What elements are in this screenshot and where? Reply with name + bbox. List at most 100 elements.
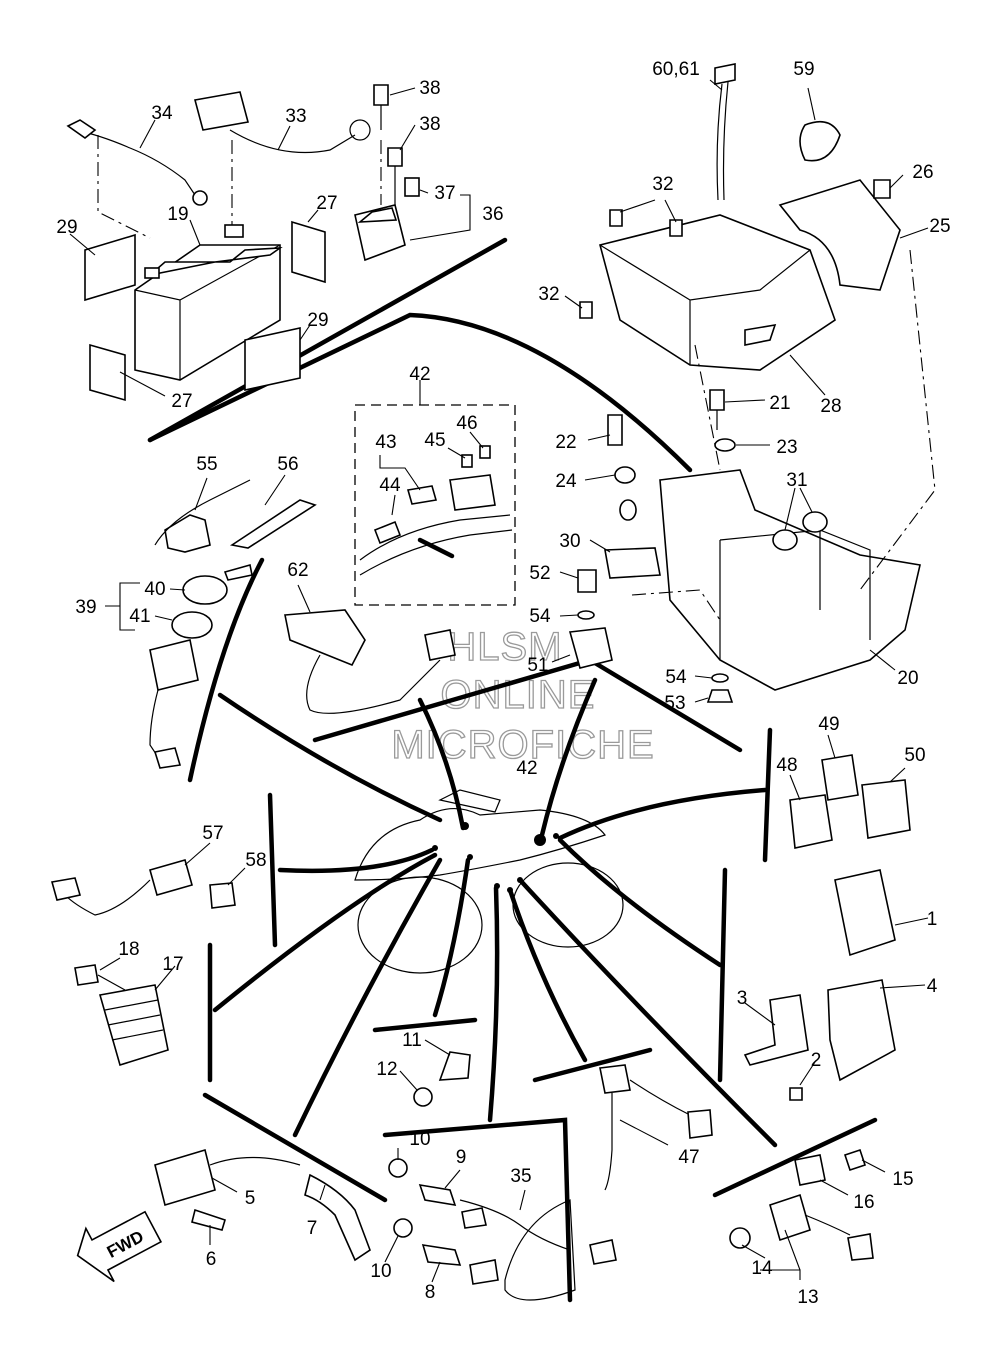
callout-27-lower: 27: [171, 391, 192, 412]
callout-46: 46: [456, 413, 477, 434]
callout-32-lower: 32: [538, 284, 559, 305]
washer: [711, 673, 729, 683]
damper: [802, 511, 828, 533]
pad: [604, 547, 661, 579]
callout-29-right: 29: [307, 310, 328, 331]
callout-56: 56: [277, 454, 298, 475]
callout-60-61: 60,61: [652, 59, 700, 80]
battery-terminal: [224, 224, 244, 238]
fuse: [461, 454, 473, 468]
connector: [589, 1239, 617, 1265]
fuse-box: [449, 474, 496, 511]
sensor-51: [568, 627, 613, 669]
ignition-coil-group: [154, 1148, 371, 1262]
screw: [577, 569, 597, 593]
rectifier: [98, 984, 169, 1067]
callout-32-upper: 32: [652, 174, 673, 195]
callout-17: 17: [162, 954, 183, 975]
callout-1: 1: [927, 909, 938, 930]
callout-41: 41: [129, 606, 150, 627]
cable-terminal: [192, 190, 208, 206]
callout-7: 7: [307, 1218, 318, 1239]
bolt: [607, 414, 623, 446]
spark-plug-cap: [164, 514, 211, 553]
battery-band: [778, 179, 901, 291]
speed-sensor-group: [729, 1148, 886, 1280]
sensor-62: [284, 609, 366, 667]
sensor-8: [421, 1244, 462, 1266]
callout-16: 16: [853, 1192, 874, 1213]
grommet: [619, 499, 637, 521]
screw: [789, 1087, 803, 1101]
fwd-arrow: FWD: [76, 1210, 163, 1283]
callout-37: 37: [434, 183, 455, 204]
nut: [706, 689, 734, 703]
callout-39: 39: [75, 597, 96, 618]
screw: [579, 301, 593, 319]
cdi-unit-group: [743, 869, 929, 1101]
callout-2: 2: [811, 1050, 822, 1071]
connector: [469, 1259, 499, 1285]
bolt: [74, 964, 99, 986]
callout-29-left: 29: [56, 217, 77, 238]
callout-10-upper: 10: [409, 1129, 430, 1150]
callout-53: 53: [664, 693, 685, 714]
callout-26: 26: [912, 162, 933, 183]
connector: [424, 629, 456, 661]
bolt: [709, 389, 725, 411]
callout-42-upper: 42: [409, 364, 430, 385]
callout-22: 22: [555, 432, 576, 453]
callout-49: 49: [818, 714, 839, 735]
callout-36: 36: [482, 204, 503, 225]
speed-sensor: [769, 1193, 811, 1242]
connector: [687, 1109, 713, 1139]
connector: [461, 1207, 487, 1229]
fuse: [479, 445, 491, 459]
neutral-switch-group: [50, 842, 246, 916]
callout-55: 55: [196, 454, 217, 475]
key: [223, 563, 253, 581]
callout-20: 20: [897, 668, 918, 689]
callout-30: 30: [559, 531, 580, 552]
callout-9: 9: [456, 1147, 467, 1168]
callout-59: 59: [793, 59, 814, 80]
battery-box-group: [564, 63, 936, 691]
cable-boot: [194, 91, 249, 131]
relay-49: [821, 754, 859, 801]
connector: [153, 747, 182, 769]
callout-18: 18: [118, 939, 139, 960]
collar: [614, 466, 636, 484]
callout-12: 12: [376, 1059, 397, 1080]
stay: [743, 994, 809, 1066]
bolt: [373, 84, 389, 106]
washer: [577, 610, 595, 620]
switch-11-group: [399, 1039, 471, 1107]
relay-50: [861, 779, 911, 839]
main-switch: [149, 639, 199, 691]
rectifier-group: [74, 957, 176, 1067]
callout-21: 21: [769, 393, 790, 414]
battery-group: [66, 84, 471, 402]
relay-group: [789, 734, 911, 849]
callout-4: 4: [927, 976, 938, 997]
callout-47: 47: [678, 1147, 699, 1168]
fuse: [404, 177, 420, 197]
callout-23: 23: [776, 437, 797, 458]
connector: [847, 1233, 874, 1261]
connector: [50, 877, 82, 901]
callout-43: 43: [375, 432, 396, 453]
callout-52: 52: [529, 563, 550, 584]
gasket: [413, 1087, 433, 1107]
sensor-9: [418, 1183, 457, 1207]
sensor-8-9-group: [384, 1148, 617, 1301]
callout-31: 31: [786, 470, 807, 491]
callout-50: 50: [904, 745, 925, 766]
fuse-cover: [406, 485, 438, 505]
callout-42-lower: 42: [516, 758, 537, 779]
callout-5: 5: [245, 1188, 256, 1209]
damper: [772, 529, 798, 551]
fuse-harness-group: [354, 380, 516, 606]
clamp: [794, 1154, 826, 1186]
bolt: [191, 1208, 226, 1231]
callout-57: 57: [202, 823, 223, 844]
